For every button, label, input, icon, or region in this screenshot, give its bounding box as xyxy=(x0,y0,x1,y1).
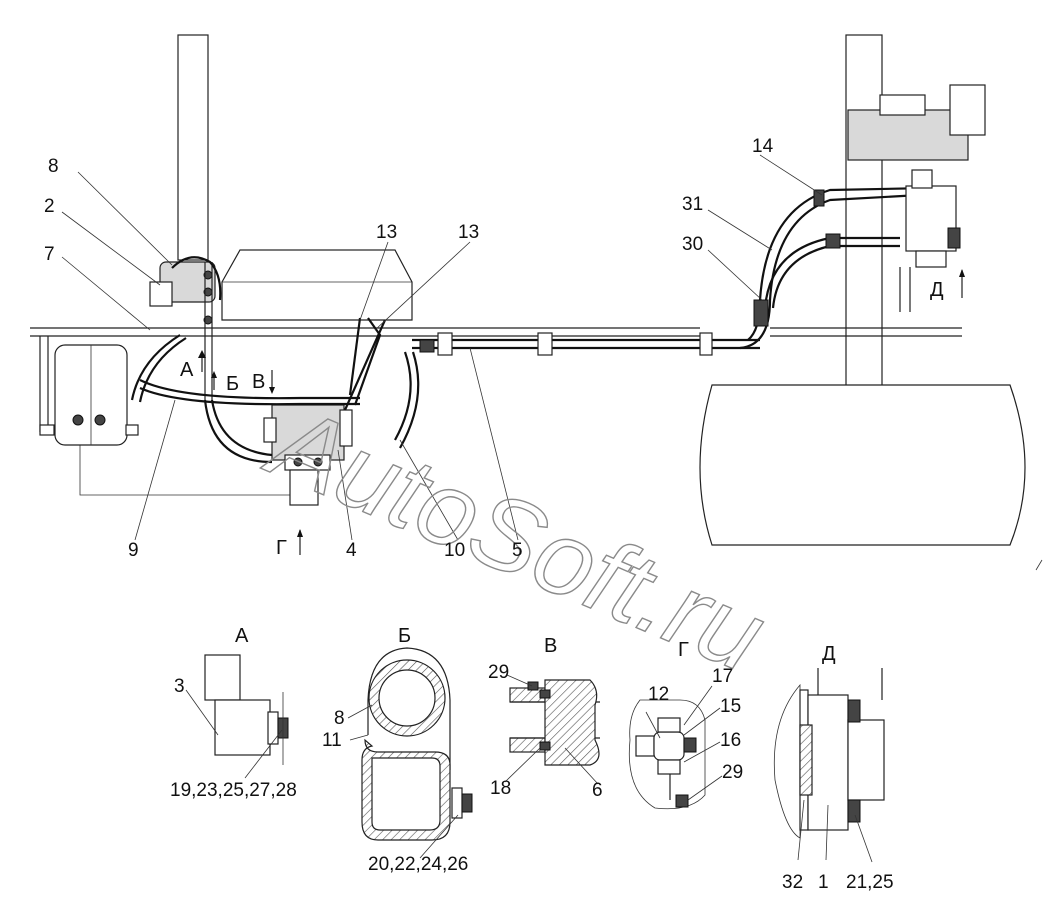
line-clamps xyxy=(419,189,841,356)
detail-b-callout-20: 20,22,24,26 xyxy=(368,854,468,875)
callout-13-a: 13 xyxy=(376,222,397,243)
frame-beam xyxy=(30,327,962,432)
detail-v-callout-29: 29 xyxy=(488,662,509,683)
detail-a-title: А xyxy=(235,625,249,647)
detail-g-title: Г xyxy=(678,639,689,661)
detail-b-callout-11: 11 xyxy=(322,730,342,751)
detail-g-callout-17: 17 xyxy=(712,666,733,687)
detail-v-title: В xyxy=(544,635,557,657)
callout-14: 14 xyxy=(752,136,774,157)
detail-g-callout-16: 16 xyxy=(720,730,741,751)
callout-7: 7 xyxy=(44,244,55,265)
engine-housing xyxy=(221,249,413,321)
edge-tick xyxy=(1035,559,1043,571)
callout-13-b: 13 xyxy=(458,222,479,243)
right-post xyxy=(845,34,883,396)
view-arrows xyxy=(198,269,965,555)
view-mark-d: Д xyxy=(930,279,944,301)
detail-v-callout-18: 18 xyxy=(490,778,511,799)
detail-b-title: Б xyxy=(398,625,411,647)
callout-5: 5 xyxy=(512,540,523,561)
main-callouts: 8 2 7 9 4 10 5 13 13 14 31 30 xyxy=(44,136,774,561)
main-view-letters: А Б В Г Д xyxy=(180,279,944,559)
fuel-tank-outline xyxy=(699,384,1026,546)
main-view: AutoSoft.ru 8 2 7 9 4 10 5 13 13 14 31 3… xyxy=(30,34,1043,695)
detail-v-callout-6: 6 xyxy=(592,780,603,801)
steering-unit xyxy=(847,84,986,312)
view-mark-g: Г xyxy=(276,537,287,559)
detail-d: Д 32 1 21,25 xyxy=(773,643,894,893)
detail-d-title: Д xyxy=(822,643,836,665)
callout-9: 9 xyxy=(128,540,139,561)
watermark-text: AutoSoft.ru xyxy=(250,382,780,694)
leader-lines xyxy=(61,154,823,541)
detail-d-callout-21: 21,25 xyxy=(846,872,894,893)
callout-8: 8 xyxy=(48,156,59,177)
callout-30: 30 xyxy=(682,234,703,255)
hose-lines xyxy=(130,186,931,464)
detail-a-callout-19: 19,23,25,27,28 xyxy=(170,780,297,801)
detail-d-callout-32: 32 xyxy=(782,872,803,893)
callout-4: 4 xyxy=(346,540,357,561)
callout-2: 2 xyxy=(44,196,55,217)
detail-g: Г 12 17 15 16 29 xyxy=(628,639,743,810)
detail-d-callout-1: 1 xyxy=(818,872,829,893)
detail-g-callout-15: 15 xyxy=(720,696,741,717)
detail-a: А 3 19,23,25,27,28 xyxy=(170,625,297,801)
view-mark-v: В xyxy=(252,371,265,393)
detail-a-callout-3: 3 xyxy=(174,676,185,697)
callout-31: 31 xyxy=(682,194,703,215)
callout-10: 10 xyxy=(444,540,465,561)
detail-v: В 29 18 6 xyxy=(488,635,603,801)
view-mark-a: А xyxy=(180,359,194,381)
detail-g-callout-12: 12 xyxy=(648,684,669,705)
pump-4 xyxy=(263,404,353,506)
detail-b: Б 8 11 20,22,24,26 xyxy=(322,625,473,875)
oil-tank xyxy=(39,344,139,446)
detail-g-callout-29: 29 xyxy=(722,762,743,783)
detail-b-callout-8: 8 xyxy=(334,708,345,729)
valve-block-2 xyxy=(149,261,216,400)
view-mark-b: Б xyxy=(226,373,239,395)
left-post xyxy=(177,34,209,261)
